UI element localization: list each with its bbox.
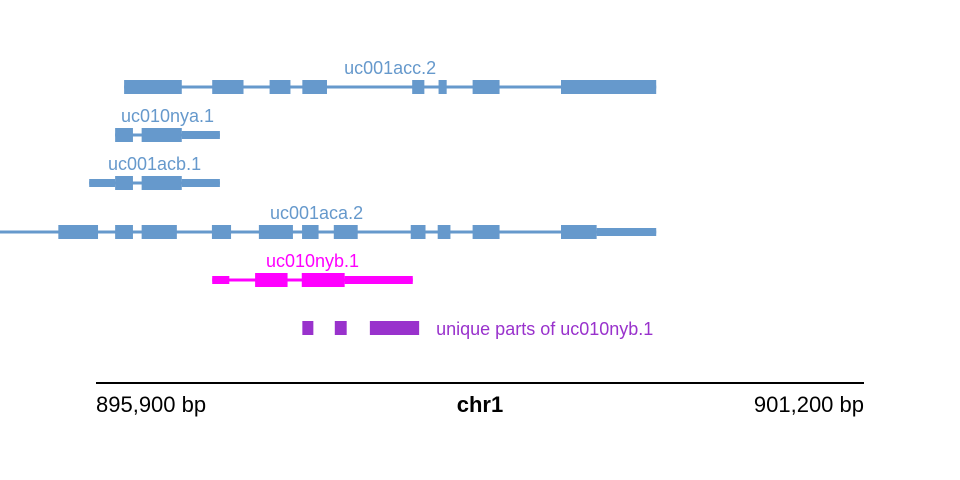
exon-block [124, 80, 182, 94]
unique-part-block [302, 321, 314, 335]
utr-block [344, 276, 413, 284]
unique-part-block [334, 321, 347, 335]
coordinate-axis: 895,900 bp chr1 901,200 bp [96, 382, 864, 417]
exon-block [472, 225, 500, 239]
exon-block [255, 273, 288, 287]
exon-block [211, 225, 232, 239]
transcript-label: uc001acb.1 [108, 154, 201, 174]
transcript-label: uc001acc.2 [344, 58, 436, 78]
exon-block [410, 225, 426, 239]
axis-end-label: 901,200 bp [754, 392, 864, 417]
transcript-label: uc010nyb.1 [266, 251, 359, 271]
chromosome-label: chr1 [457, 392, 503, 417]
transcript-label: uc010nya.1 [121, 106, 214, 126]
unique-parts-label: unique parts of uc010nyb.1 [436, 319, 653, 339]
transcript: uc010nyb.1 [212, 251, 413, 287]
exon-block [437, 225, 451, 239]
utr-block [212, 276, 230, 284]
transcript: uc010nya.1 [115, 106, 220, 142]
transcripts-group: uc001acc.2 uc010nya.1 uc001acb.1 uc001aca.2… [0, 58, 657, 287]
exon-block [333, 225, 358, 239]
exon-block [115, 225, 133, 239]
exon-block [58, 225, 99, 239]
utr-block [181, 131, 220, 139]
transcript: uc001acb.1 [89, 154, 220, 190]
exon-block [258, 225, 293, 239]
utr-block [181, 179, 220, 187]
unique-parts-group: unique parts of uc010nyb.1 [302, 319, 653, 339]
utr-block [596, 228, 657, 236]
exon-block [302, 80, 327, 94]
transcript-label: uc001aca.2 [270, 203, 363, 223]
transcript: uc001aca.2 [0, 203, 657, 239]
exon-block [438, 80, 447, 94]
exon-block [561, 80, 657, 94]
exon-block [301, 273, 345, 287]
exon-block [269, 80, 291, 94]
exon-block [412, 80, 425, 94]
unique-part-block [369, 321, 420, 335]
exon-block [115, 128, 133, 142]
exon-block [115, 176, 133, 190]
utr-block [89, 179, 116, 187]
exon-block [561, 225, 597, 239]
transcript: uc001acc.2 [124, 58, 657, 94]
axis-start-label: 895,900 bp [96, 392, 206, 417]
exon-block [141, 225, 177, 239]
exon-block [141, 176, 182, 190]
exon-block [141, 128, 182, 142]
exon-block [302, 225, 319, 239]
exon-block [212, 80, 244, 94]
exon-block [472, 80, 500, 94]
